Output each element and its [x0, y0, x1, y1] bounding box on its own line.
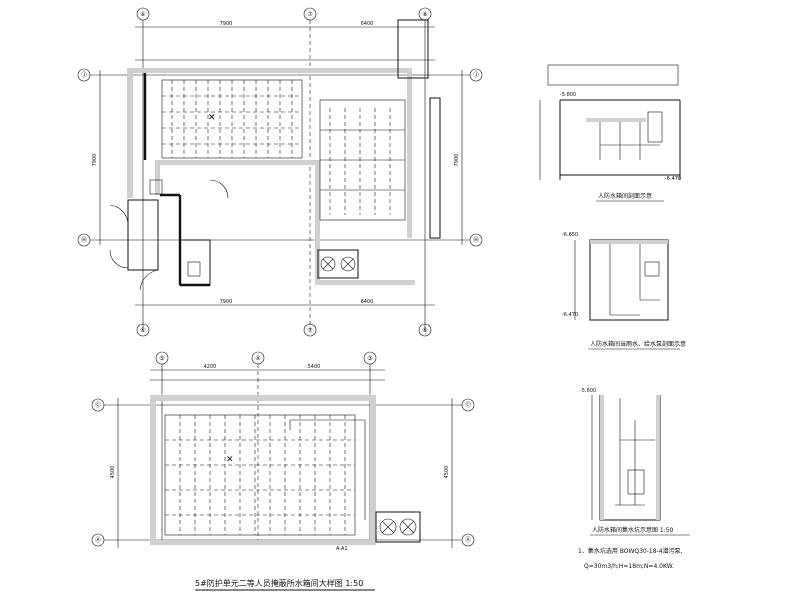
room1-grid: ✕	[161, 79, 303, 159]
bubble-label: ⑤	[159, 355, 164, 362]
main-title: 5#防护单元二等人员掩蔽所水箱间大样图 1:50	[195, 578, 363, 588]
section-title: 人防水箱间剖面示意	[598, 192, 652, 200]
section-3: -5.600 人防水箱间集水坑示意图 1:50 1、集水坑选用 BOWQ30-1…	[578, 388, 690, 570]
dim-bottom: 7900 6400 ⑥ ⑦ ⑧	[135, 299, 435, 337]
pump-note-2: Q=30m3/h;H=18m;N=4.0KW.	[584, 563, 674, 570]
bubble-label: Ⓒ	[95, 401, 101, 409]
bubble-label: Ⓗ	[473, 236, 479, 244]
elev-label: -6.650	[562, 232, 578, 238]
section-title: 人防水箱间集水坑示意图 1:50	[592, 526, 674, 534]
section-1: -5.800 -6.470 人防水箱间剖面示意	[539, 64, 681, 202]
bubble-label: Ⓒ	[465, 401, 471, 409]
plan2-grid: ✕ A-A1	[164, 414, 421, 552]
bubble-label: Ⓐ	[95, 536, 101, 544]
elev-label: -6.470	[562, 312, 578, 318]
dim-text: 7900	[220, 299, 233, 305]
dim-text: 7900	[454, 154, 460, 167]
dim-text: 6400	[361, 299, 374, 305]
bubble-label: ⑦	[307, 327, 313, 334]
bubble-label: ⑦	[307, 11, 313, 18]
bubble-label: Ⓗ	[81, 236, 87, 244]
bubble-label: ⑥	[140, 327, 145, 334]
bubble-label: ④	[255, 355, 260, 362]
grid-bubbles-side-2: Ⓒ Ⓐ Ⓒ Ⓐ 4500 4500	[91, 398, 475, 548]
bubble-label: ⑥	[140, 11, 145, 18]
section-2: -6.650 -6.470 人防水箱间当雨水、给水泵剖面示意	[562, 232, 686, 350]
bubble-label: Ⓙ	[81, 71, 87, 79]
dim-text: 4200	[204, 364, 217, 370]
bubble-label: ③	[367, 355, 372, 362]
center-mark: ✕	[208, 113, 216, 123]
dim-text: 4500	[110, 466, 116, 479]
axis-label: A-A1	[336, 546, 348, 552]
center-mark: ✕	[226, 455, 234, 465]
dim-text: 5400	[308, 364, 321, 370]
dim-text: 6400	[361, 21, 374, 27]
room2-equipment	[317, 99, 406, 279]
grid-bubbles-top-2: ⑤ ④ ③ 4200 5400	[150, 351, 385, 545]
elev-label: -5.600	[580, 388, 596, 394]
grid-bubbles-left: Ⓙ Ⓗ 7900	[77, 68, 470, 247]
bubble-label: Ⓙ	[473, 71, 479, 79]
grid-bubbles-right: Ⓙ Ⓗ 7900	[454, 68, 483, 247]
elev-label: -5.800	[560, 92, 576, 98]
bubble-label: ⑧	[422, 327, 427, 334]
pump-note-1: 1、集水坑选用 BOWQ30-18-4潜污泵,	[578, 547, 683, 555]
walls-2	[150, 395, 376, 545]
plan-2: ⑤ ④ ③ 4200 5400 Ⓒ Ⓐ Ⓒ Ⓐ 4500 4500	[91, 351, 475, 591]
bubble-label: Ⓐ	[465, 536, 471, 544]
bubble-label: ⑧	[422, 11, 427, 18]
walls	[127, 19, 441, 287]
dim-text: 7900	[220, 21, 233, 27]
dim-top: 7900 6400	[135, 21, 435, 61]
dim-text: 4500	[444, 466, 450, 479]
elev-label: -6.470	[665, 176, 681, 182]
dim-text: 7900	[92, 154, 98, 167]
small-rooms	[109, 179, 229, 291]
section-title: 人防水箱间当雨水、给水泵剖面示意	[590, 340, 686, 348]
plan-1: ⑥ ⑦ ⑧ 7900 6400 Ⓙ Ⓗ 7900	[77, 7, 483, 337]
